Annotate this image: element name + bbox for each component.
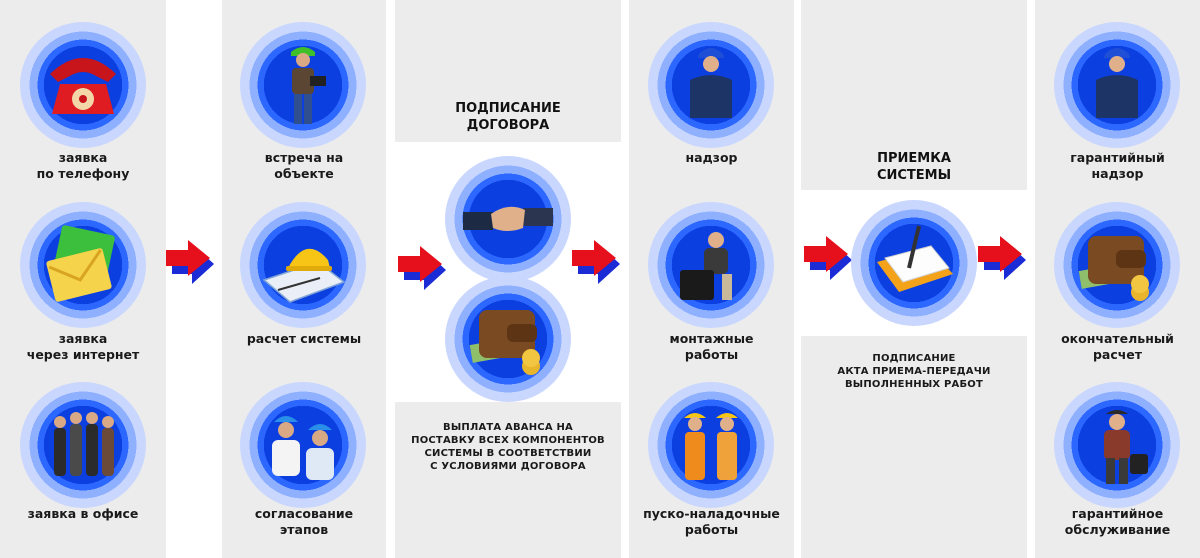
acceptance-circle (851, 200, 977, 326)
advance-caption: ВЫПЛАТА АВАНСА НА ПОСТАВКУ ВСЕХ КОМПОНЕН… (411, 422, 605, 472)
wallet-money-icon (469, 310, 540, 375)
final-payment-circle (1054, 202, 1180, 328)
flow-arrow-4 (804, 236, 852, 280)
commissioning-circle (648, 382, 774, 508)
item-office-label: заявка в офисе (27, 506, 139, 521)
supervision-circle (648, 22, 774, 148)
item-service-label: гарантийное обслуживание (1064, 506, 1171, 537)
flow-arrow-3 (572, 240, 620, 284)
supervisor-icon (1096, 48, 1138, 118)
office-meeting-icon (54, 412, 114, 476)
internet-circle (20, 202, 146, 328)
item-phone-label: заявка по телефону (36, 150, 130, 181)
handshake-circle (445, 156, 571, 282)
warranty-supervision-circle (1054, 22, 1180, 148)
envelope-icon (46, 225, 115, 302)
item-calculation-label: расчет системы (246, 331, 362, 346)
item-internet-label: заявка через интернет (26, 331, 140, 362)
item-final-payment-label: окончательный расчет (1061, 331, 1174, 362)
item-stages-label: согласование этапов (254, 506, 354, 537)
flow-arrow-1 (166, 240, 214, 284)
item-site-meeting-label: встреча на объекте (264, 150, 344, 181)
stages-circle (240, 382, 366, 508)
installation-circle (648, 202, 774, 328)
flow-arrow-2 (398, 246, 446, 290)
item-supervision-label: надзор (685, 150, 738, 165)
acceptance-heading: ПРИЕМКА СИСТЕМЫ (876, 151, 952, 183)
acceptance-caption: ПОДПИСАНИЕ АКТА ПРИЕМА-ПЕРЕДАЧИ ВЫПОЛНЕН… (837, 353, 991, 390)
contract-signing-icon (877, 225, 953, 292)
phone-circle (20, 22, 146, 148)
calculation-circle (240, 202, 366, 328)
item-commissioning-label: пуско-наладочные работы (643, 506, 780, 537)
handshake-icon (463, 206, 553, 231)
team-workers-icon (684, 413, 738, 480)
flow-arrow-5 (978, 236, 1026, 280)
office-circle (20, 382, 146, 508)
supervisor-icon (690, 48, 732, 118)
telephone-icon (50, 58, 116, 114)
wallet-money-icon (1078, 236, 1149, 301)
advance-wallet-circle (445, 276, 571, 402)
contract-heading: ПОДПИСАНИЕ ДОГОВОРА (455, 101, 561, 133)
item-warranty-supervision-label: гарантийный надзор (1070, 150, 1165, 181)
helmet-blueprint-icon (262, 248, 346, 303)
engineers-icon (272, 416, 334, 480)
worker-laptop-icon (291, 47, 326, 124)
service-circle (1054, 382, 1180, 508)
item-installation-label: монтажные работы (669, 331, 754, 362)
service-technician-icon (1104, 410, 1148, 484)
meeting-circle (240, 22, 366, 148)
installer-toolbox-icon (680, 232, 732, 300)
